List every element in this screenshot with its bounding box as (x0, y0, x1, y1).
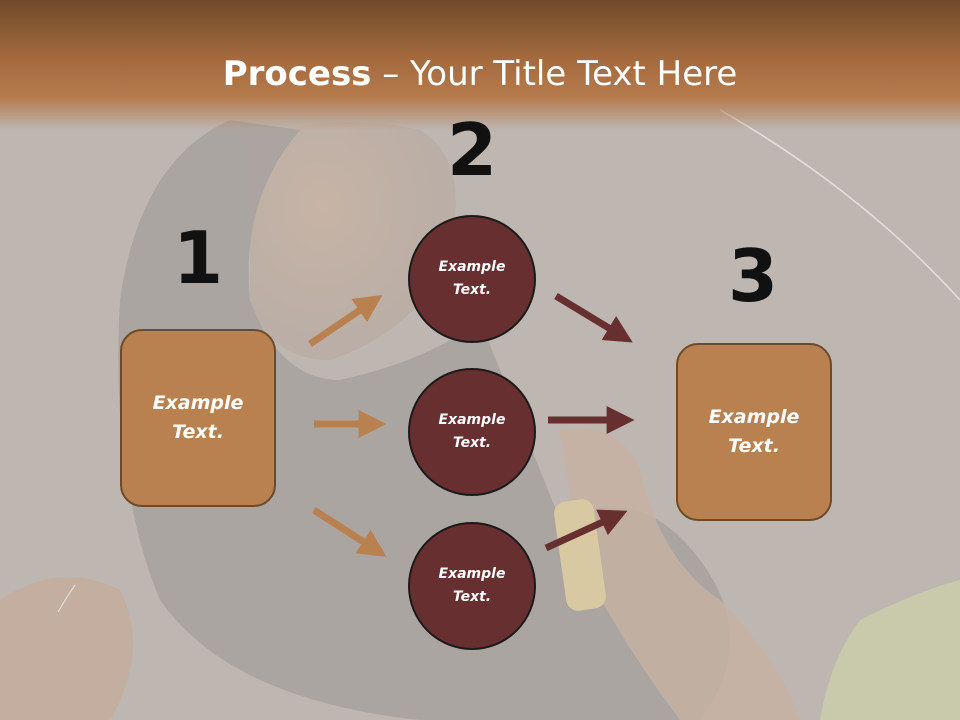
step-2-label-bottom: Example Text. (438, 566, 506, 605)
slide-title: Process – Your Title Text Here (0, 52, 960, 96)
step-2-label-top: Example Text. (438, 259, 506, 298)
step-2-circle-bottom: Example Text. (408, 522, 536, 650)
step-1-label: Example Text. (152, 392, 244, 443)
arrow-top-to-3 (554, 293, 633, 343)
step-1-number: 1 (172, 216, 224, 300)
arrow-1-to-top (308, 294, 383, 347)
step-1-box: Example Text. (120, 329, 276, 507)
step-3-label: Example Text. (708, 406, 800, 457)
step-2-circle-top: Example Text. (408, 215, 536, 343)
title-bold: Process (222, 54, 372, 94)
title-banner (0, 0, 960, 130)
step-2-circle-middle: Example Text. (408, 368, 536, 496)
arrow-bottom-to-3 (544, 509, 628, 552)
step-3-number: 3 (727, 234, 779, 318)
step-2-number: 2 (446, 108, 498, 192)
step-2-label-middle: Example Text. (438, 412, 506, 451)
title-rest: – Your Title Text Here (371, 54, 738, 94)
arrow-1-to-bottom (312, 507, 387, 557)
step-3-box: Example Text. (676, 343, 832, 521)
